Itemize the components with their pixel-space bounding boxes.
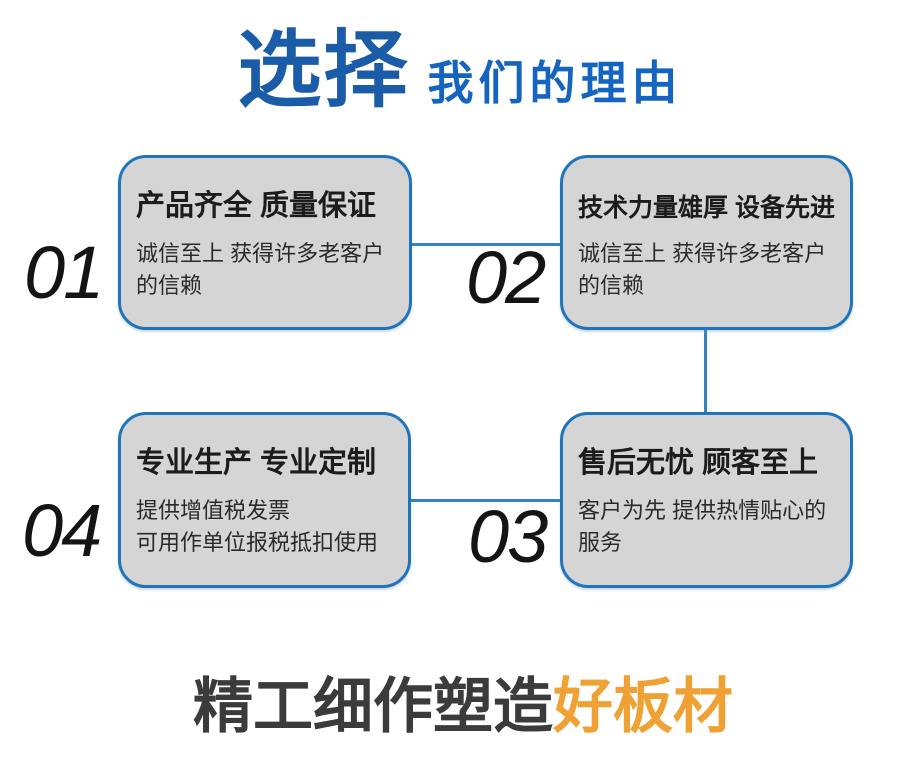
connector-line-top (408, 243, 564, 246)
connector-line-vertical (704, 328, 707, 416)
card-title: 售后无忧 顾客至上 (578, 447, 819, 479)
headline-main: 选择 (237, 23, 410, 117)
card-title: 专业生产 专业定制 (136, 447, 377, 479)
step-number-03: 03 (468, 495, 548, 578)
connector-line-bottom (408, 499, 564, 502)
card-description: 诚信至上 获得许多老客户 的信赖 (578, 240, 827, 298)
card-title: 技术力量雄厚 设备先进 (578, 194, 835, 222)
card-description: 客户为先 提供热情贴心的 服务 (578, 498, 827, 556)
reason-card-01: 产品齐全 质量保证 诚信至上 获得许多老客户 的信赖 (118, 155, 412, 330)
page-title: 选择 我们的理由 (10, 26, 900, 114)
reason-card-04: 专业生产 专业定制 提供增值税发票 可用作单位报税抵扣使用 (118, 412, 411, 588)
step-number-04: 04 (22, 489, 102, 572)
reason-card-02: 技术力量雄厚 设备先进 诚信至上 获得许多老客户 的信赖 (560, 155, 853, 330)
step-number-01: 01 (24, 231, 104, 314)
card-description: 诚信至上 获得许多老客户 的信赖 (136, 241, 385, 299)
step-number-02: 02 (466, 236, 546, 319)
headline-sub: 我们的理由 (427, 57, 683, 110)
card-description: 提供增值税发票 可用作单位报税抵扣使用 (136, 498, 379, 556)
tagline-main-text: 精工细作塑造 (193, 673, 553, 740)
footer-tagline: 精工细作塑造好板材 (13, 674, 900, 740)
tagline-accent-text: 好板材 (553, 673, 733, 740)
card-title: 产品齐全 质量保证 (136, 190, 377, 222)
reason-card-03: 售后无忧 顾客至上 客户为先 提供热情贴心的 服务 (560, 412, 853, 588)
